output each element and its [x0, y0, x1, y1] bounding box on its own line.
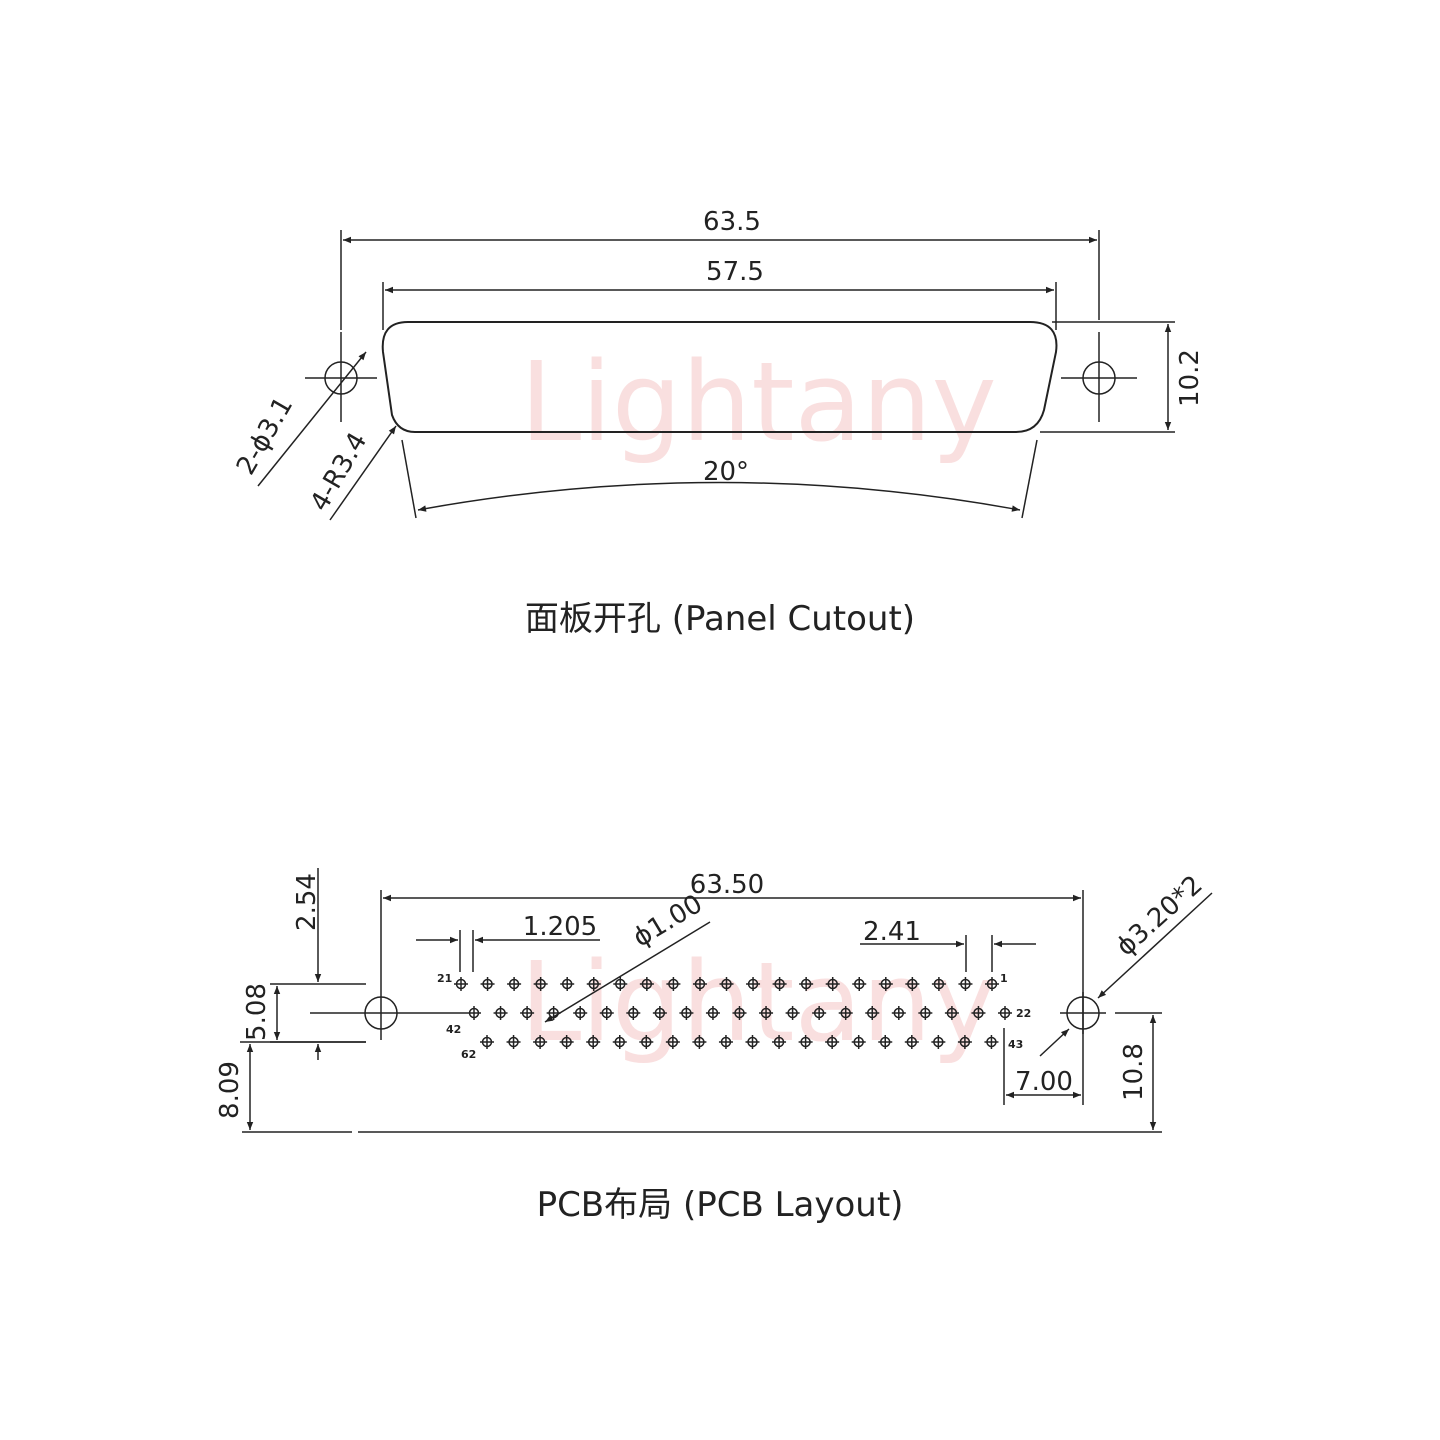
- pin-hole: [573, 1006, 588, 1020]
- pin-hole: [599, 1006, 614, 1020]
- pin-hole: [772, 1035, 787, 1049]
- pin-hole: [878, 977, 893, 991]
- pin-label-43: 43: [1008, 1038, 1023, 1051]
- panel-angle-dim: 20°: [703, 457, 749, 487]
- pin-hole: [480, 977, 495, 991]
- pin-hole: [679, 1006, 694, 1020]
- pin-hole: [666, 977, 681, 991]
- pin-hole: [533, 977, 548, 991]
- panel-watermark: Lightany: [520, 338, 997, 466]
- pin-hole: [905, 977, 920, 991]
- pin-hole: [772, 977, 787, 991]
- pin-hole: [931, 1035, 946, 1049]
- pin-hole: [467, 1006, 481, 1020]
- pcb-pitch-dim: 2.41: [863, 917, 921, 947]
- pin-hole: [639, 977, 654, 991]
- pin-hole: [719, 977, 734, 991]
- pin-label-22: 22: [1016, 1007, 1031, 1020]
- pin-hole: [957, 1035, 972, 1049]
- pin-hole: [852, 977, 867, 991]
- pin-hole: [559, 1035, 574, 1049]
- pin-hole: [958, 977, 973, 991]
- panel-height-dim: 10.2: [1175, 349, 1205, 407]
- pin-hole: [825, 1035, 840, 1049]
- pin-hole: [480, 1035, 494, 1049]
- pin-hole: [918, 1006, 933, 1020]
- pin-hole: [652, 1006, 667, 1020]
- pin-label-1: 1: [1000, 972, 1008, 985]
- panel-inner-dim: 57.5: [706, 257, 764, 287]
- pin-hole: [798, 1035, 813, 1049]
- pin-label-21: 21: [437, 972, 452, 985]
- pin-hole: [454, 977, 468, 991]
- pin-hole: [613, 977, 628, 991]
- panel-cutout-outline: [381, 321, 1058, 433]
- pcb-edge-offset-dim: 7.00: [1015, 1067, 1073, 1097]
- pin-hole: [931, 977, 946, 991]
- pin-hole: [639, 1035, 654, 1049]
- pcb-mount-hole-dim: ϕ3.20*2: [1111, 870, 1209, 962]
- panel-angle-arc: [417, 481, 1021, 512]
- pcb-rows-span-dim: 5.08: [242, 983, 272, 1041]
- pin-hole: [799, 977, 814, 991]
- pcb-overall-dim: 63.50: [690, 870, 764, 900]
- pin-hole: [812, 1006, 827, 1020]
- panel-left-hole: [305, 332, 377, 422]
- pin-hole: [665, 1035, 680, 1049]
- pin-hole: [718, 1035, 733, 1049]
- pin-hole: [506, 1035, 521, 1049]
- pin-hole: [985, 977, 999, 991]
- pin-hole: [612, 1035, 627, 1049]
- panel-hole-leader: [257, 351, 367, 487]
- pin-hole: [732, 1006, 747, 1020]
- pin-hole: [984, 1035, 999, 1049]
- pin-hole: [507, 977, 522, 991]
- pin-grid: [454, 977, 1012, 1049]
- pin-label-42: 42: [446, 1023, 461, 1036]
- pin-hole: [904, 1035, 919, 1049]
- pin-hole: [533, 1035, 548, 1049]
- pcb-half-pitch-dim: 1.205: [523, 912, 597, 942]
- pcb-height-dim: 10.8: [1119, 1043, 1149, 1101]
- pin-hole: [891, 1006, 906, 1020]
- pin-hole: [692, 1035, 707, 1049]
- pin-hole: [692, 977, 707, 991]
- pin-hole: [971, 1006, 986, 1020]
- pin-hole: [493, 1006, 508, 1020]
- pin-hole: [998, 1006, 1012, 1020]
- pin-hole: [560, 977, 575, 991]
- pin-hole: [586, 977, 601, 991]
- pcb-layout: Lightany 63.50 1.205 ϕ1.00: [215, 868, 1213, 1225]
- pcb-caption: PCB布局 (PCB Layout): [537, 1185, 904, 1225]
- pin-hole: [745, 1035, 760, 1049]
- pin-hole: [825, 977, 840, 991]
- panel-hole-dim: 2-ϕ3.1: [231, 392, 299, 480]
- pin-label-62: 62: [461, 1048, 476, 1061]
- pin-hole: [626, 1006, 641, 1020]
- pcb-row-pitch-dim: 2.54: [292, 873, 322, 931]
- pin-hole: [838, 1006, 853, 1020]
- pin-hole: [944, 1006, 959, 1020]
- pin-hole: [520, 1006, 535, 1020]
- pcb-pin-dia-leader: [544, 921, 711, 1023]
- pin-hole: [746, 977, 761, 991]
- panel-right-hole: [1061, 332, 1137, 422]
- panel-cutout: Lightany 63.5 57.5 10.2: [231, 207, 1205, 639]
- pin-hole: [705, 1006, 720, 1020]
- panel-caption: 面板开孔 (Panel Cutout): [525, 599, 915, 639]
- pcb-watermark: Lightany: [520, 938, 997, 1066]
- pin-hole: [878, 1035, 893, 1049]
- pin-hole: [586, 1035, 601, 1049]
- panel-radius-leader: [329, 425, 397, 521]
- panel-overall-dim: 63.5: [703, 207, 761, 237]
- pin-hole: [759, 1006, 774, 1020]
- pin-hole: [865, 1006, 880, 1020]
- pin-hole: [785, 1006, 800, 1020]
- pin-hole: [851, 1035, 866, 1049]
- pcb-base-offset-dim: 8.09: [215, 1061, 245, 1119]
